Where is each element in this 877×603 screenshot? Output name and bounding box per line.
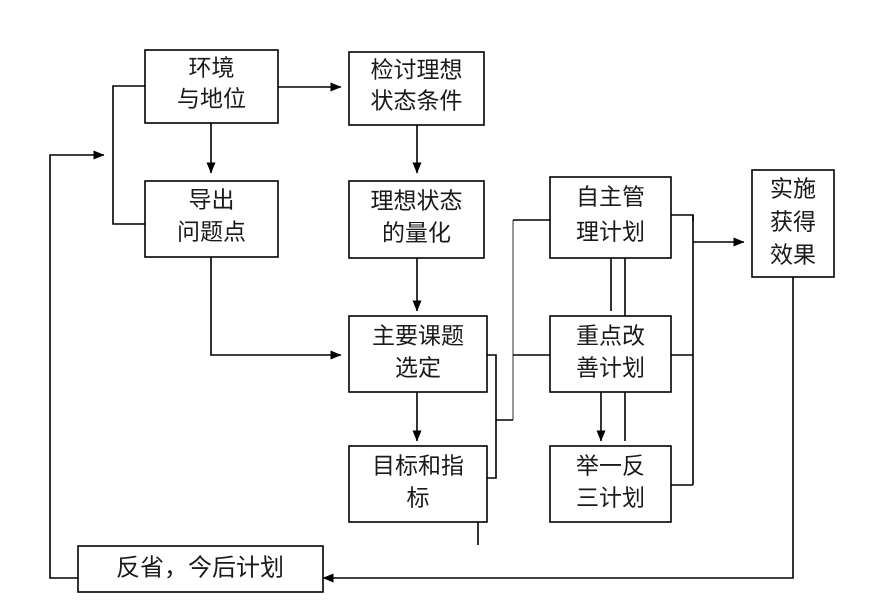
node-label-line2: 状态条件 — [371, 88, 463, 113]
node-label-line1: 检讨理想 — [371, 57, 463, 82]
node-label-line1: 反省，今后计划 — [116, 555, 284, 582]
node-autonomous-management-plan[interactable]: 自主管 理计划 — [549, 176, 672, 259]
node-goal-and-index[interactable]: 目标和指 标 — [348, 445, 488, 523]
node-label-line1: 实施 — [770, 176, 816, 201]
node-key-improvement-plan[interactable]: 重点改 善计划 — [549, 315, 672, 393]
node-implement-and-obtain-effect[interactable]: 实施 获得 效果 — [751, 169, 835, 278]
node-label-line2: 理计划 — [576, 219, 645, 244]
node-label-line2: 获得 — [770, 209, 816, 234]
edge-goal-right-bracket — [487, 420, 497, 479]
edge-left-bracket — [112, 85, 145, 225]
node-inference-three-plan[interactable]: 举一反 三计划 — [549, 445, 672, 523]
node-main-topic-selection[interactable]: 主要课题 选定 — [348, 315, 488, 393]
node-label-line2: 三计划 — [576, 485, 645, 510]
edge-implement-to-reflection — [322, 277, 794, 583]
node-label-line1: 自主管 — [576, 184, 645, 209]
node-label-line1: 目标和指 — [372, 453, 464, 478]
node-reflection-future-plan[interactable]: 反省，今后计划 — [77, 545, 324, 593]
node-label-line2: 标 — [407, 485, 430, 510]
node-label-line1: 环境 — [189, 55, 235, 80]
node-label-line2: 选定 — [395, 355, 441, 380]
edge-derive-to-main-topic — [210, 257, 342, 360]
edge-main-topic-right-bracket — [487, 354, 513, 421]
node-label-line1: 主要课题 — [372, 323, 464, 348]
node-label-line1: 导出 — [189, 187, 235, 212]
node-label-line2: 与地位 — [177, 86, 246, 111]
node-label-line2: 的量化 — [382, 220, 451, 245]
node-derive-problem-points[interactable]: 导出 问题点 — [144, 180, 279, 258]
node-environment-and-status[interactable]: 环境 与地位 — [144, 49, 279, 124]
node-label-line1: 理想状态 — [371, 188, 463, 213]
edge-reflection-to-left-bracket — [49, 150, 105, 579]
node-review-ideal-conditions[interactable]: 检讨理想 状态条件 — [348, 51, 485, 126]
node-label-line1: 举一反 — [576, 453, 645, 478]
node-quantify-ideal-state[interactable]: 理想状态 的量化 — [348, 180, 485, 259]
node-label-line3: 效果 — [770, 242, 816, 267]
edge-right-bracket-top — [671, 214, 694, 221]
node-label-line2: 善计划 — [576, 355, 645, 380]
node-label-line2: 问题点 — [177, 219, 246, 244]
node-label-line1: 重点改 — [576, 323, 645, 348]
